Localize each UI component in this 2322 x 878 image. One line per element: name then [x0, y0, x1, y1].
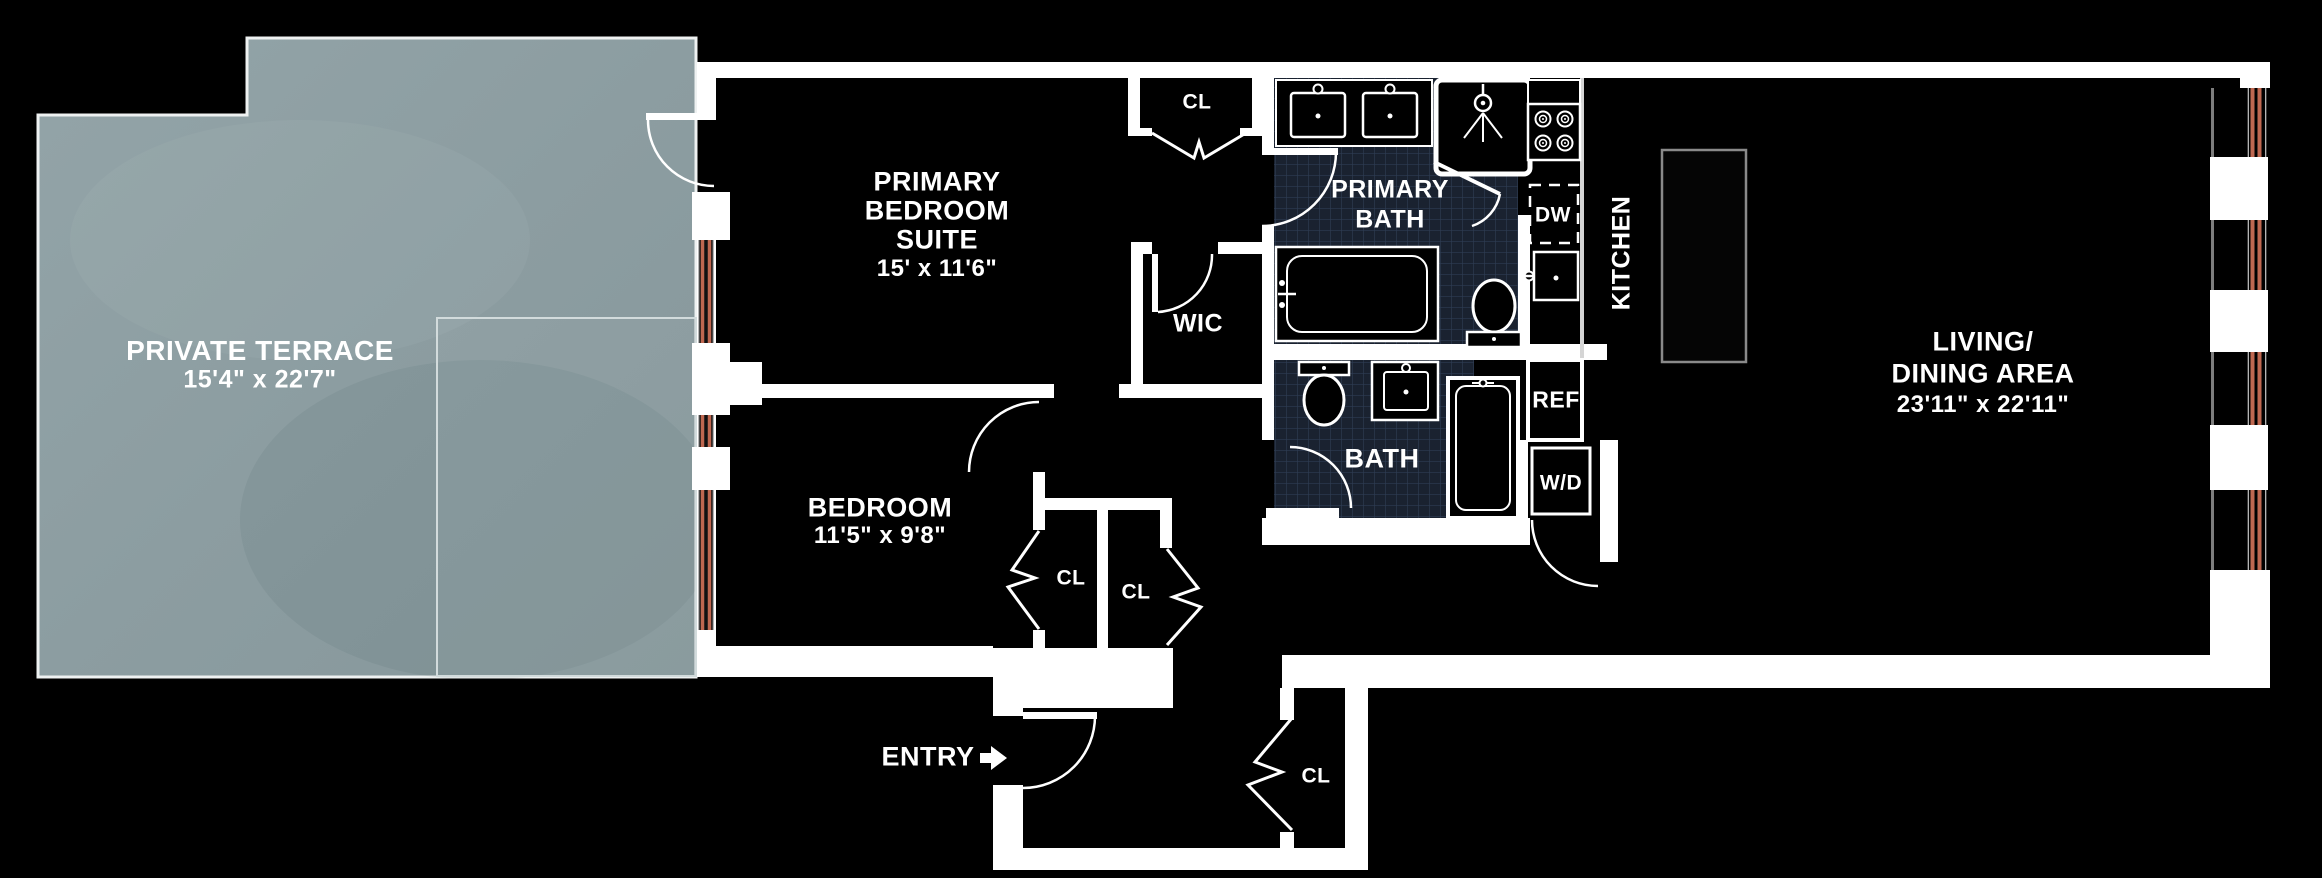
washer-dryer-label: W/D [1539, 471, 1583, 495]
terrace-windows [698, 240, 714, 630]
primary-bath-fixtures [1274, 77, 1533, 349]
refrigerator-box [1526, 358, 1584, 442]
terrace-dims: 15'4" x 22'7" [183, 365, 337, 394]
bath-door-arc [1289, 445, 1353, 509]
sink-icon [1370, 360, 1440, 422]
kitchen-appliances [1520, 79, 1748, 516]
living-windows [2211, 88, 2268, 570]
window-strip [698, 415, 714, 447]
closet-bifold-door [1165, 548, 1204, 647]
private-terrace-area [36, 36, 720, 680]
primary-bath-label: BATH [1355, 205, 1425, 234]
primary-bedroom-label: PRIMARY [873, 166, 1001, 197]
dishwasher-label: DW [1535, 203, 1571, 227]
bath-fixtures [1297, 360, 1520, 520]
dishwasher-box [1528, 183, 1580, 245]
bathtub-icon [1274, 245, 1440, 343]
wic-door-arc [1152, 253, 1214, 314]
window-bay [2211, 88, 2268, 157]
window-bay [2211, 352, 2268, 425]
closet-label: CL [1056, 566, 1086, 590]
kitchen-sink-icon [1520, 250, 1580, 302]
toilet-icon [1465, 278, 1523, 349]
terrace-inner-line [436, 317, 697, 677]
refrigerator-label: REF [1532, 386, 1580, 413]
kitchen-island [1660, 148, 1748, 364]
bedroom-label: BEDROOM [807, 492, 953, 523]
window-bay [2211, 490, 2268, 570]
window-bay [2211, 220, 2268, 290]
primary-bedroom-dims: 15' x 11'6" [876, 255, 998, 282]
washer-dryer-door-arc [1530, 519, 1599, 588]
closet-label: CL [1301, 764, 1331, 788]
living-dining-label: DINING AREA [1891, 358, 2075, 389]
entry-arrow-icon [980, 746, 1007, 770]
primary-bedroom-label: BEDROOM [864, 195, 1010, 226]
closet-bifold-door [1005, 530, 1041, 630]
entry-door-arc [1022, 712, 1097, 790]
primary-bedroom-label: SUITE [895, 224, 979, 255]
shower-stall-icon [1446, 376, 1520, 520]
bedroom-dims: 11'5" x 9'8" [813, 522, 947, 549]
terrace-label: PRIVATE TERRACE [126, 335, 394, 366]
terrace-door-arc [646, 113, 716, 188]
toilet-icon [1297, 360, 1351, 427]
entry-arrow-bar [980, 753, 991, 763]
closet-bifold-doors [1005, 131, 1294, 832]
walls [692, 62, 2270, 870]
sink-icon [1361, 83, 1419, 139]
bedroom-door-arc [967, 400, 1040, 473]
closet-label: CL [1121, 580, 1151, 604]
living-dining-label: LIVING/ [1932, 326, 2034, 357]
bath-label: BATH [1344, 443, 1420, 474]
window-strip [698, 490, 714, 630]
entry-label: ENTRY [881, 741, 975, 772]
stove-icon [1526, 102, 1582, 162]
kitchen-counter [1527, 79, 1581, 105]
bath-kitchen-door-arc [1433, 160, 1502, 228]
shower-icon [1433, 77, 1533, 177]
doors [646, 113, 1599, 790]
closet-bifold-door [1245, 717, 1294, 832]
window-strip [698, 240, 714, 343]
sink-icon [1289, 83, 1347, 139]
kitchen-label: KITCHEN [1607, 195, 1636, 311]
wic-label: WIC [1172, 309, 1224, 338]
primary-bath-label: PRIMARY [1331, 175, 1449, 204]
washer-dryer-box [1530, 446, 1592, 516]
entry-arrow-head [991, 746, 1007, 770]
living-dining-dims: 23'11" x 22'11" [1896, 391, 2070, 418]
closet-bifold-door [1151, 131, 1247, 161]
closet-label: CL [1182, 90, 1212, 114]
primary-bath-door-arc [1261, 148, 1338, 228]
